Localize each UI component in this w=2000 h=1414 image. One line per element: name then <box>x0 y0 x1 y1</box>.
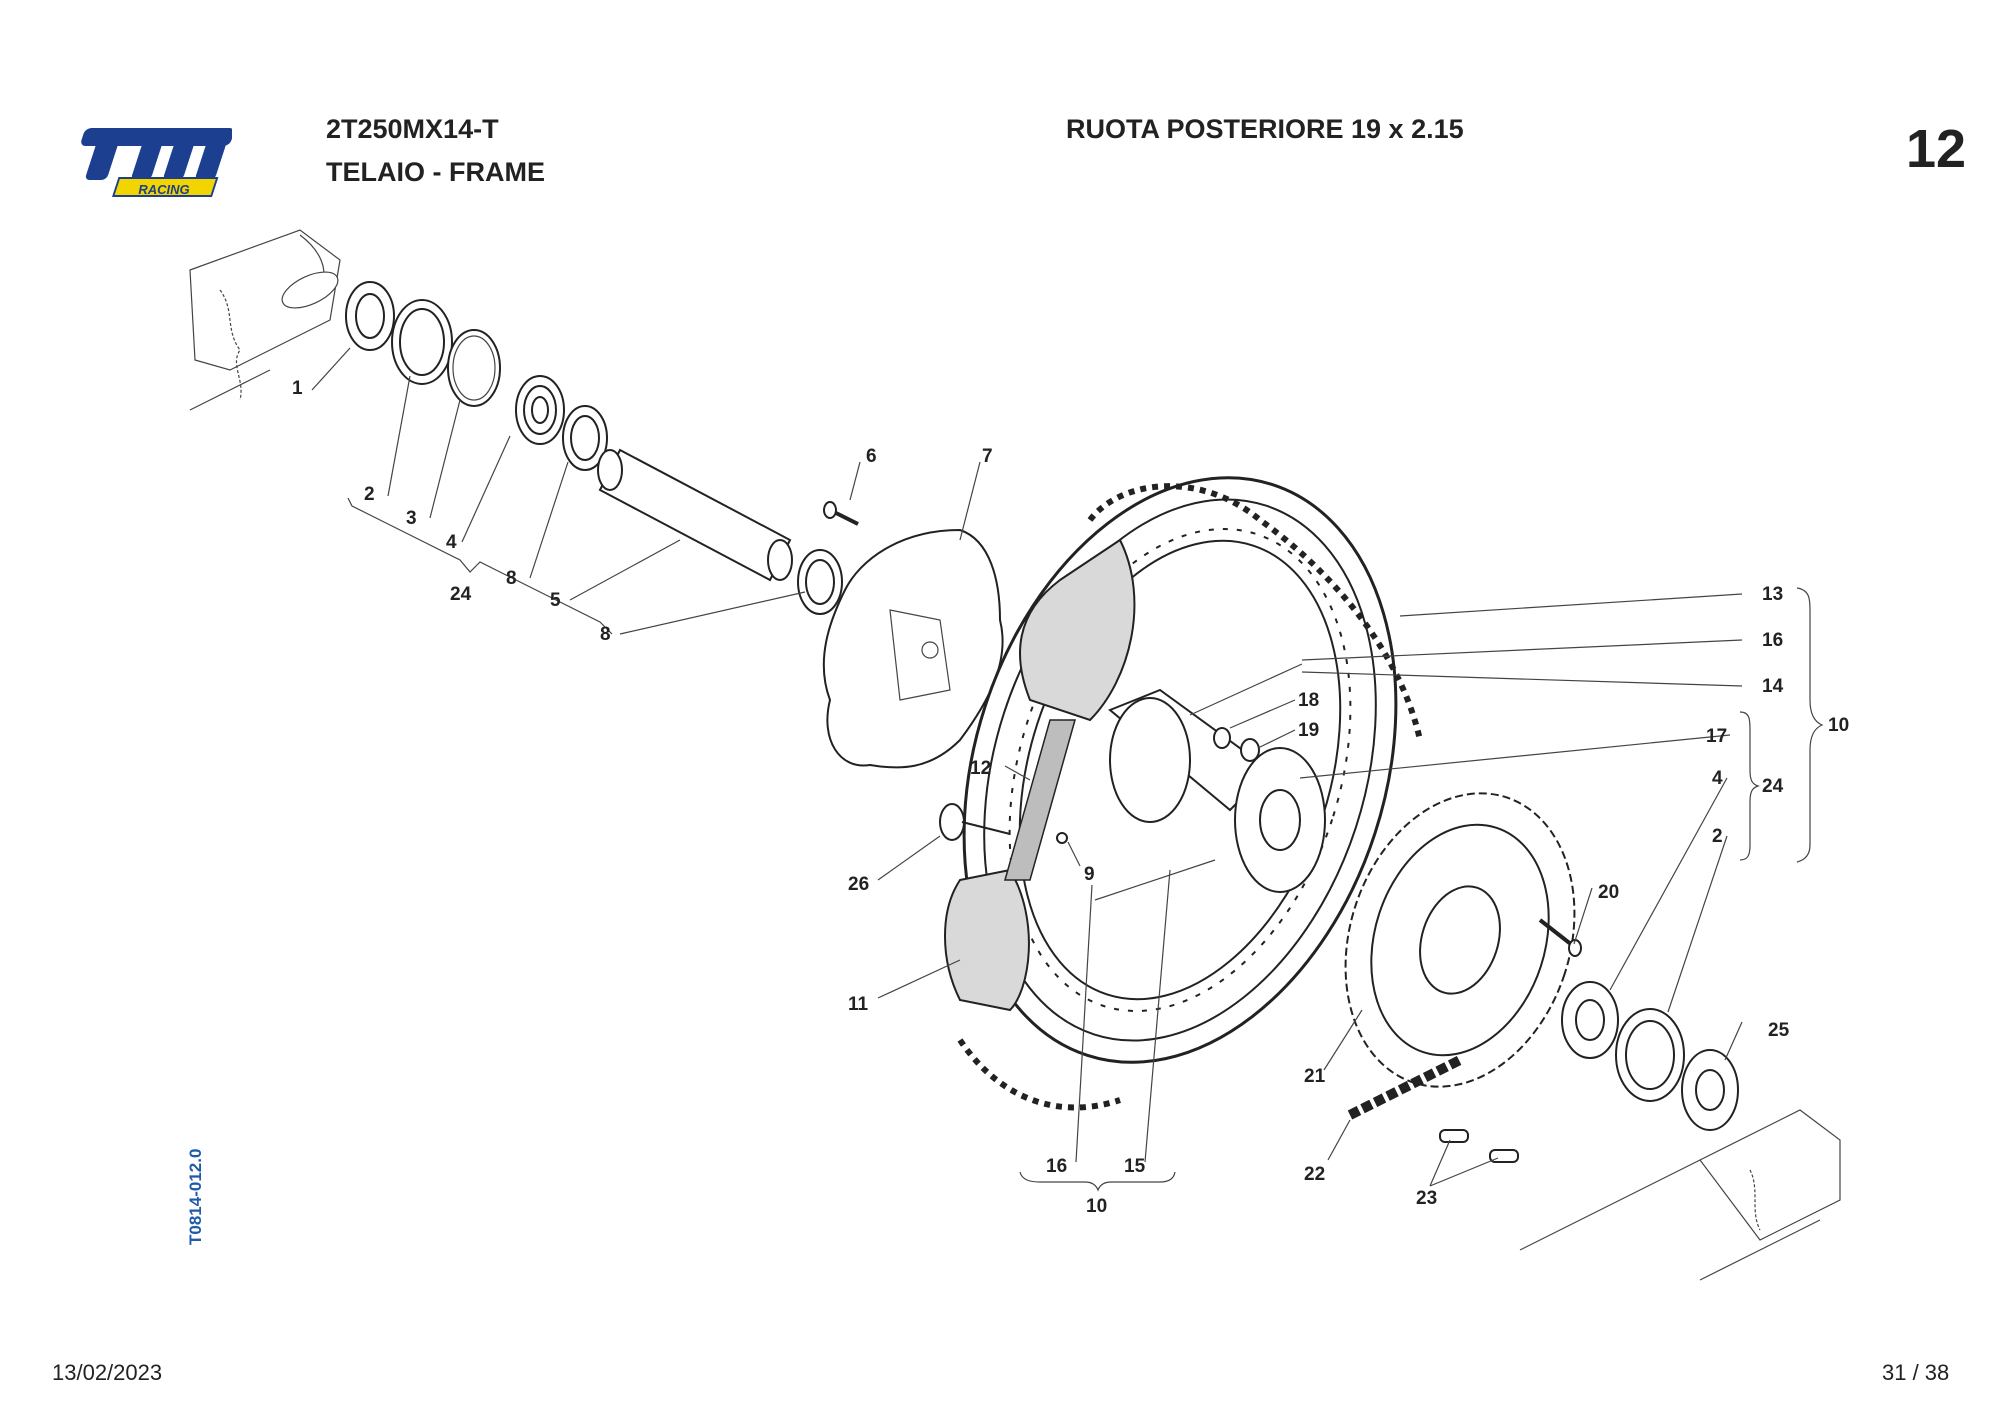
tm-racing-logo: RACING <box>81 128 232 197</box>
callout-15: 15 <box>1124 1156 1146 1177</box>
part-8-ring-left <box>562 405 608 471</box>
brace-group-10-bottom <box>1019 1171 1176 1192</box>
brace-group-24-right <box>1739 711 1760 861</box>
part-11-inner-tube <box>944 538 1136 1012</box>
part-2-seal-right <box>1615 1008 1685 1102</box>
part-1-seal <box>345 281 395 351</box>
callout-24-right: 24 <box>1762 776 1784 797</box>
callout-5: 5 <box>550 590 561 611</box>
part-25-spacer <box>1681 1049 1739 1131</box>
section-title: TELAIO - FRAME <box>326 157 545 187</box>
part-23-chain-link <box>1439 1129 1519 1163</box>
callout-3: 3 <box>406 508 417 529</box>
callout-13: 13 <box>1762 584 1783 605</box>
part-20-bolt <box>1538 918 1582 957</box>
callout-18: 18 <box>1298 690 1319 711</box>
callout-6: 6 <box>866 446 877 467</box>
callout-8-upper: 8 <box>506 568 517 589</box>
page-title: RUOTA POSTERIORE 19 x 2.15 <box>1066 114 1464 144</box>
rear-hub <box>1108 688 1326 893</box>
callout-2-right: 2 <box>1712 826 1723 847</box>
part-4-bearing-right <box>1561 981 1619 1059</box>
callout-10-bottom: 10 <box>1086 1196 1107 1217</box>
print-date: 13/02/2023 <box>52 1360 163 1385</box>
part-26-valve <box>939 803 1011 841</box>
callout-7: 7 <box>982 446 993 467</box>
part-14-spoke <box>1189 663 1303 716</box>
callout-16-lower: 16 <box>1046 1156 1067 1177</box>
callout-25: 25 <box>1768 1020 1790 1041</box>
model-code: 2T250MX14-T <box>326 114 499 144</box>
callout-20: 20 <box>1598 882 1619 903</box>
callout-16-upper: 16 <box>1762 630 1783 651</box>
part-3-circlip <box>447 329 501 407</box>
callout-4-right: 4 <box>1712 768 1723 789</box>
swingarm-left <box>189 229 341 411</box>
callout-24-left: 24 <box>450 584 472 605</box>
part-5-spacer-tube <box>597 448 793 582</box>
table-number: 12 <box>1906 119 1967 179</box>
part-9-nipple <box>1056 832 1068 844</box>
callout-22: 22 <box>1304 1164 1325 1185</box>
part-18-nut <box>1213 727 1231 749</box>
callout-labels: 1 2 3 4 24 8 5 8 6 7 13 16 14 10 18 19 1… <box>292 378 1849 1217</box>
callout-8-lower: 8 <box>600 624 611 645</box>
callout-23: 23 <box>1416 1188 1437 1209</box>
part-12-rim-band <box>1004 719 1076 881</box>
callout-26: 26 <box>848 874 869 895</box>
callout-10-right: 10 <box>1828 715 1849 736</box>
callout-12: 12 <box>970 758 991 779</box>
logo-racing-text: RACING <box>138 182 189 197</box>
callout-14: 14 <box>1762 676 1784 697</box>
part-4-bearing <box>515 375 565 445</box>
brace-group-10-right <box>1796 587 1824 863</box>
part-19-washer <box>1240 738 1260 762</box>
brace-group-24-left <box>347 497 613 635</box>
page-counter: 31 / 38 <box>1882 1360 1950 1385</box>
leader-lines <box>311 347 1743 1187</box>
part-21-sprocket <box>1344 792 1576 1088</box>
callout-11: 11 <box>848 994 869 1015</box>
callout-9: 9 <box>1084 864 1095 885</box>
part-6-bolt <box>823 501 859 526</box>
callout-21: 21 <box>1304 1066 1326 1087</box>
callout-2: 2 <box>364 484 375 505</box>
callout-17: 17 <box>1706 726 1727 747</box>
callout-1: 1 <box>292 378 303 399</box>
part-7-brake-disc <box>822 528 1004 769</box>
swingarm-right <box>1519 1109 1841 1281</box>
part-15-spoke <box>1094 859 1216 901</box>
part-2-seal <box>391 299 453 385</box>
callout-19: 19 <box>1298 720 1319 741</box>
part-8-ring-right <box>797 549 843 615</box>
part-22-chain <box>1347 1055 1463 1120</box>
callout-4: 4 <box>446 532 457 553</box>
